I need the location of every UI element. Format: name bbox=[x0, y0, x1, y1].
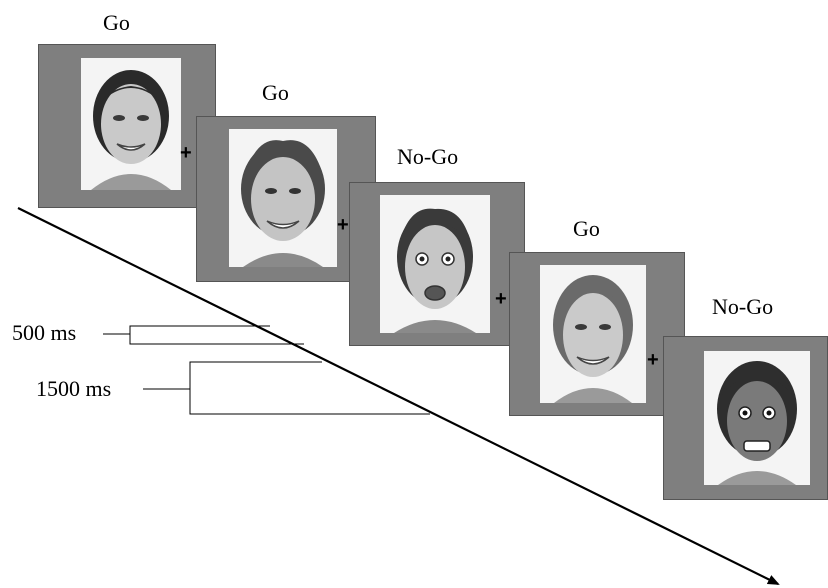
timing-1500ms-label: 1500 ms bbox=[36, 376, 112, 401]
trial-1-frame bbox=[38, 44, 216, 208]
face-happy-woman-2-icon bbox=[540, 265, 646, 403]
happy-face-woman-2-image bbox=[540, 265, 646, 403]
trial-4-frame bbox=[509, 252, 685, 416]
trial-5-label: No-Go bbox=[712, 294, 774, 319]
trial-1-label: Go bbox=[103, 10, 130, 35]
fearful-face-man-image bbox=[380, 195, 490, 333]
trial-5-frame bbox=[663, 336, 828, 500]
fearful-face-woman-image bbox=[704, 351, 810, 485]
trial-3-label: No-Go bbox=[397, 144, 459, 169]
trial-4-label: Go bbox=[573, 216, 600, 241]
fixation-cross-2: + bbox=[337, 214, 349, 236]
face-happy-woman-1-icon bbox=[81, 58, 181, 190]
trial-3-frame bbox=[349, 182, 525, 346]
fixation-cross-1: + bbox=[180, 142, 192, 164]
face-fearful-woman-icon bbox=[704, 351, 810, 485]
bracket-1500ms bbox=[143, 361, 430, 415]
happy-face-man-image bbox=[229, 129, 337, 267]
happy-face-woman-1-image bbox=[81, 58, 181, 190]
trial-2-label: Go bbox=[262, 80, 289, 105]
fixation-cross-3: + bbox=[495, 288, 507, 310]
bracket-500ms bbox=[103, 325, 304, 345]
timing-500ms-label: 500 ms bbox=[12, 320, 77, 345]
face-fearful-man-icon bbox=[380, 195, 490, 333]
fixation-cross-4: + bbox=[647, 349, 659, 371]
face-happy-man-icon bbox=[229, 129, 337, 267]
